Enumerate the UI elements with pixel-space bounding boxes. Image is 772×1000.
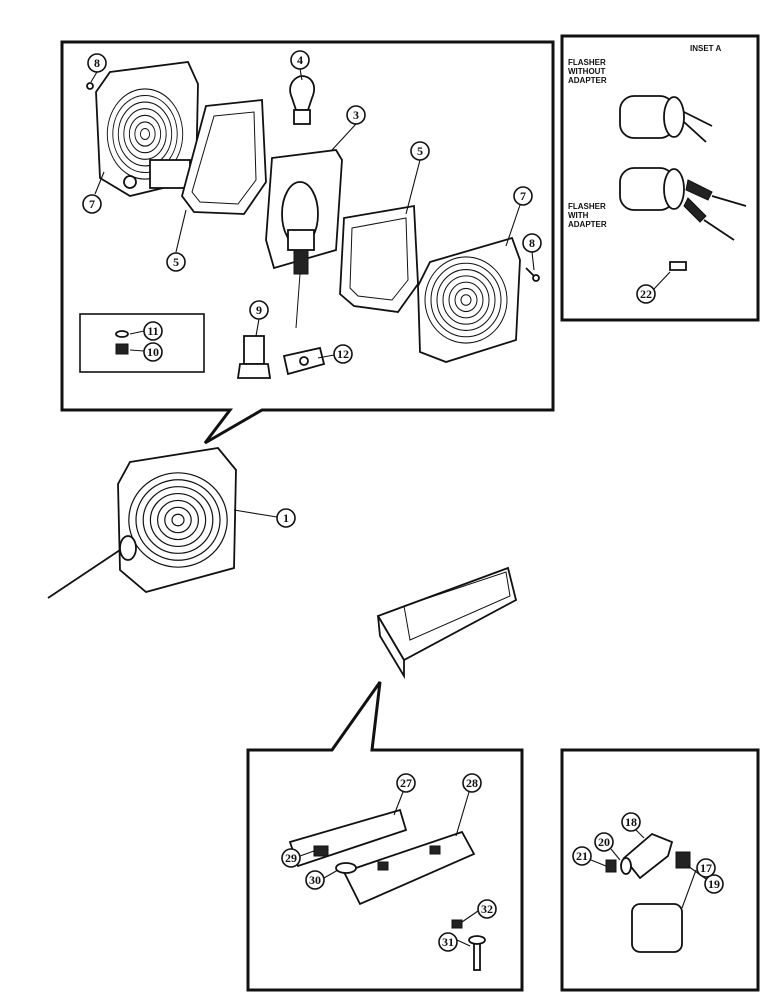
main-exploded-frame [60,40,555,445]
callout-5-right: 5 [410,141,430,161]
callout-20: 20 [594,832,614,852]
callout-12: 12 [333,344,353,364]
screw-8-right [525,267,540,282]
callout-10: 10 [143,342,163,362]
inset-a-frame [560,34,760,322]
flasher-without-adapter [619,95,713,143]
nut-32 [451,919,463,929]
callout-17: 17 [696,858,716,878]
svg-text:9: 9 [256,303,262,317]
callout-32: 32 [477,899,497,919]
callout-31: 31 [438,932,458,952]
svg-text:19: 19 [708,877,720,891]
callout-11: 11 [143,321,163,341]
washer-30 [335,862,357,874]
callout-22: 22 [636,284,656,304]
svg-text:30: 30 [309,873,321,887]
callout-21: 21 [572,846,592,866]
callout-19: 19 [704,874,724,894]
screw-31 [468,935,486,971]
svg-text:11: 11 [147,324,158,338]
svg-text:27: 27 [400,776,412,790]
washer-screw-parts [115,330,129,355]
svg-text:31: 31 [442,935,454,949]
callout-28: 28 [462,773,482,793]
assembled-lamp [47,447,237,599]
callout-5-left: 5 [166,252,186,272]
svg-text:18: 18 [625,815,637,829]
adapter-22 [669,261,687,271]
callout-1: 1 [276,508,296,528]
svg-text:7: 7 [520,189,526,203]
screw-19 [675,851,691,869]
callout-18: 18 [621,812,641,832]
svg-text:32: 32 [481,902,493,916]
washer-20 [620,857,632,875]
svg-text:12: 12 [337,347,349,361]
svg-text:4: 4 [297,53,303,67]
callout-8-right: 8 [522,233,542,253]
screw-8-left [86,82,94,90]
flasher-bracket-frame [560,748,760,992]
lamp-housing-left [95,61,199,197]
svg-text:22: 22 [640,287,652,301]
inset-a-title: INSET A [690,44,722,53]
gasket-right [339,204,419,313]
svg-text:1: 1 [283,511,289,525]
callout-9: 9 [249,300,269,320]
grommet-12 [282,346,326,376]
callout-4: 4 [290,50,310,70]
svg-text:8: 8 [529,236,535,250]
callout-7-right: 7 [513,186,533,206]
svg-text:21: 21 [576,849,588,863]
flasher-with-adapter-label: FLASHER WITH ADAPTER [568,202,607,229]
callout-7-left: 7 [82,194,102,214]
svg-text:20: 20 [598,835,610,849]
bracket-18 [622,832,674,880]
bolt-9 [236,335,272,379]
callout-30: 30 [305,870,325,890]
svg-text:5: 5 [173,255,179,269]
flasher-without-adapter-label: FLASHER WITHOUT ADAPTER [568,58,607,85]
lamp-lens-right [417,236,521,363]
housing-28 [342,830,476,906]
flasher-with-adapter [619,167,747,241]
svg-text:3: 3 [353,108,359,122]
svg-text:28: 28 [466,776,478,790]
callout-3: 3 [346,105,366,125]
gasket-left [181,99,267,215]
nut-21 [605,859,617,873]
svg-text:29: 29 [285,851,297,865]
marker-light-assembled [376,566,518,680]
callout-27: 27 [396,773,416,793]
screw-29 [313,845,329,857]
small-box-washer-screw [79,313,205,373]
callout-29: 29 [281,848,301,868]
flasher-17 [631,903,683,953]
svg-text:7: 7 [89,197,95,211]
svg-text:17: 17 [700,861,712,875]
svg-text:10: 10 [147,345,159,359]
lamp-bulb [289,75,315,125]
reflector-plate [265,149,343,329]
callout-8-left: 8 [87,53,107,73]
marker-light-detail-frame [246,681,524,992]
svg-text:8: 8 [94,56,100,70]
svg-text:5: 5 [417,144,423,158]
